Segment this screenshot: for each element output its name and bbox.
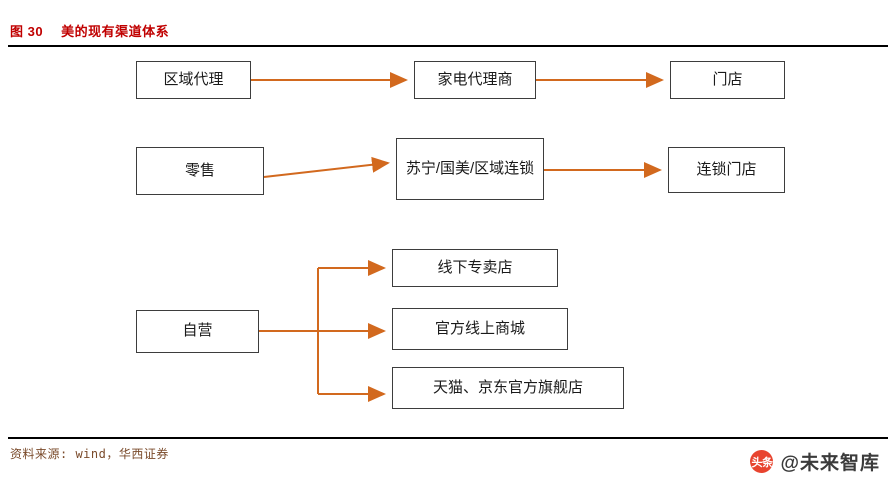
node-appliance-agent: 家电代理商	[414, 61, 536, 99]
source-note: 资料来源: wind，华西证券	[10, 447, 169, 461]
node-chain-retailers: 苏宁/国美/区域连锁	[396, 138, 544, 200]
node-store: 门店	[670, 61, 785, 99]
node-official-online-mall: 官方线上商城	[392, 308, 568, 350]
node-chain-store: 连锁门店	[668, 147, 785, 193]
figure-header: 图 30 美的现有渠道体系	[0, 18, 896, 42]
header-divider	[8, 45, 888, 47]
figure-title: 美的现有渠道体系	[61, 23, 170, 39]
watermark-label: @未来智库	[780, 453, 880, 474]
diagram-connectors	[251, 72, 664, 402]
node-area-agent: 区域代理	[136, 61, 251, 99]
node-self-operated: 自营	[136, 310, 259, 353]
node-retail: 零售	[136, 147, 264, 195]
footer-divider	[8, 437, 888, 439]
figure-number: 图 30	[10, 23, 44, 39]
toutiao-logo-icon: 头条	[750, 450, 774, 473]
edge-retail-to-chains	[263, 156, 390, 178]
watermark: 头条 @未来智库	[750, 448, 880, 475]
node-tmall-jd-flagship: 天猫、京东官方旗舰店	[392, 367, 624, 409]
diagram-canvas: 区域代理 家电代理商 门店 零售 苏宁/国美/区域连锁 连锁门店 线下专卖店 自…	[0, 46, 896, 436]
node-offline-specialty-store: 线下专卖店	[392, 249, 558, 287]
